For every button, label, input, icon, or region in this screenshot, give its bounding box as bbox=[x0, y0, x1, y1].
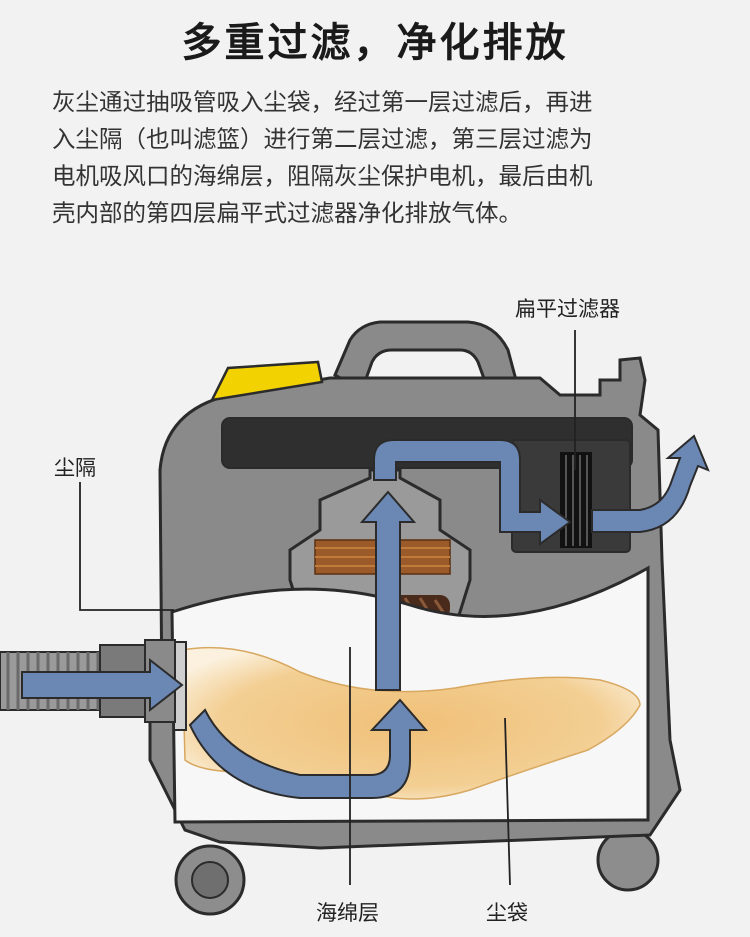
outlet-arrow bbox=[591, 434, 710, 533]
leader-dust-bag bbox=[504, 717, 511, 886]
description-line: 灰尘通过抽吸管吸入尘袋，经过第一层过滤后，再进 bbox=[52, 88, 593, 116]
leader-dust-separator bbox=[79, 482, 174, 611]
description-line: 电机吸风口的海绵层，阻隔灰尘保护电机，最后由机 bbox=[52, 162, 593, 190]
label-flat-filter: 扁平过滤器 bbox=[515, 297, 620, 321]
yellow-latch bbox=[209, 360, 324, 402]
wheels bbox=[174, 828, 660, 916]
description-line: 壳内部的第四层扁平式过滤器净化排放气体。 bbox=[52, 199, 522, 227]
label-dust-bag: 尘袋 bbox=[486, 901, 528, 925]
airflow-arrows bbox=[21, 434, 710, 799]
bag-flow-arrow bbox=[188, 698, 429, 799]
description-line: 入尘隔（也叫滤篮）进行第二层过滤，第三层过滤为 bbox=[52, 125, 593, 153]
flat-filter bbox=[560, 452, 592, 548]
motor-flow-arrow bbox=[359, 490, 417, 691]
inlet-arrow bbox=[21, 657, 184, 713]
page-title: 多重过滤，净化排放 bbox=[181, 20, 569, 66]
leader-lines bbox=[79, 330, 576, 886]
label-sponge-layer: 海绵层 bbox=[316, 901, 379, 925]
label-dust-separator: 尘隔 bbox=[54, 456, 96, 480]
exhaust-flow-arrow bbox=[373, 439, 572, 546]
description: 灰尘通过抽吸管吸入尘袋，经过第一层过滤后，再进 入尘隔（也叫滤篮）进行第二层过滤… bbox=[52, 84, 702, 232]
